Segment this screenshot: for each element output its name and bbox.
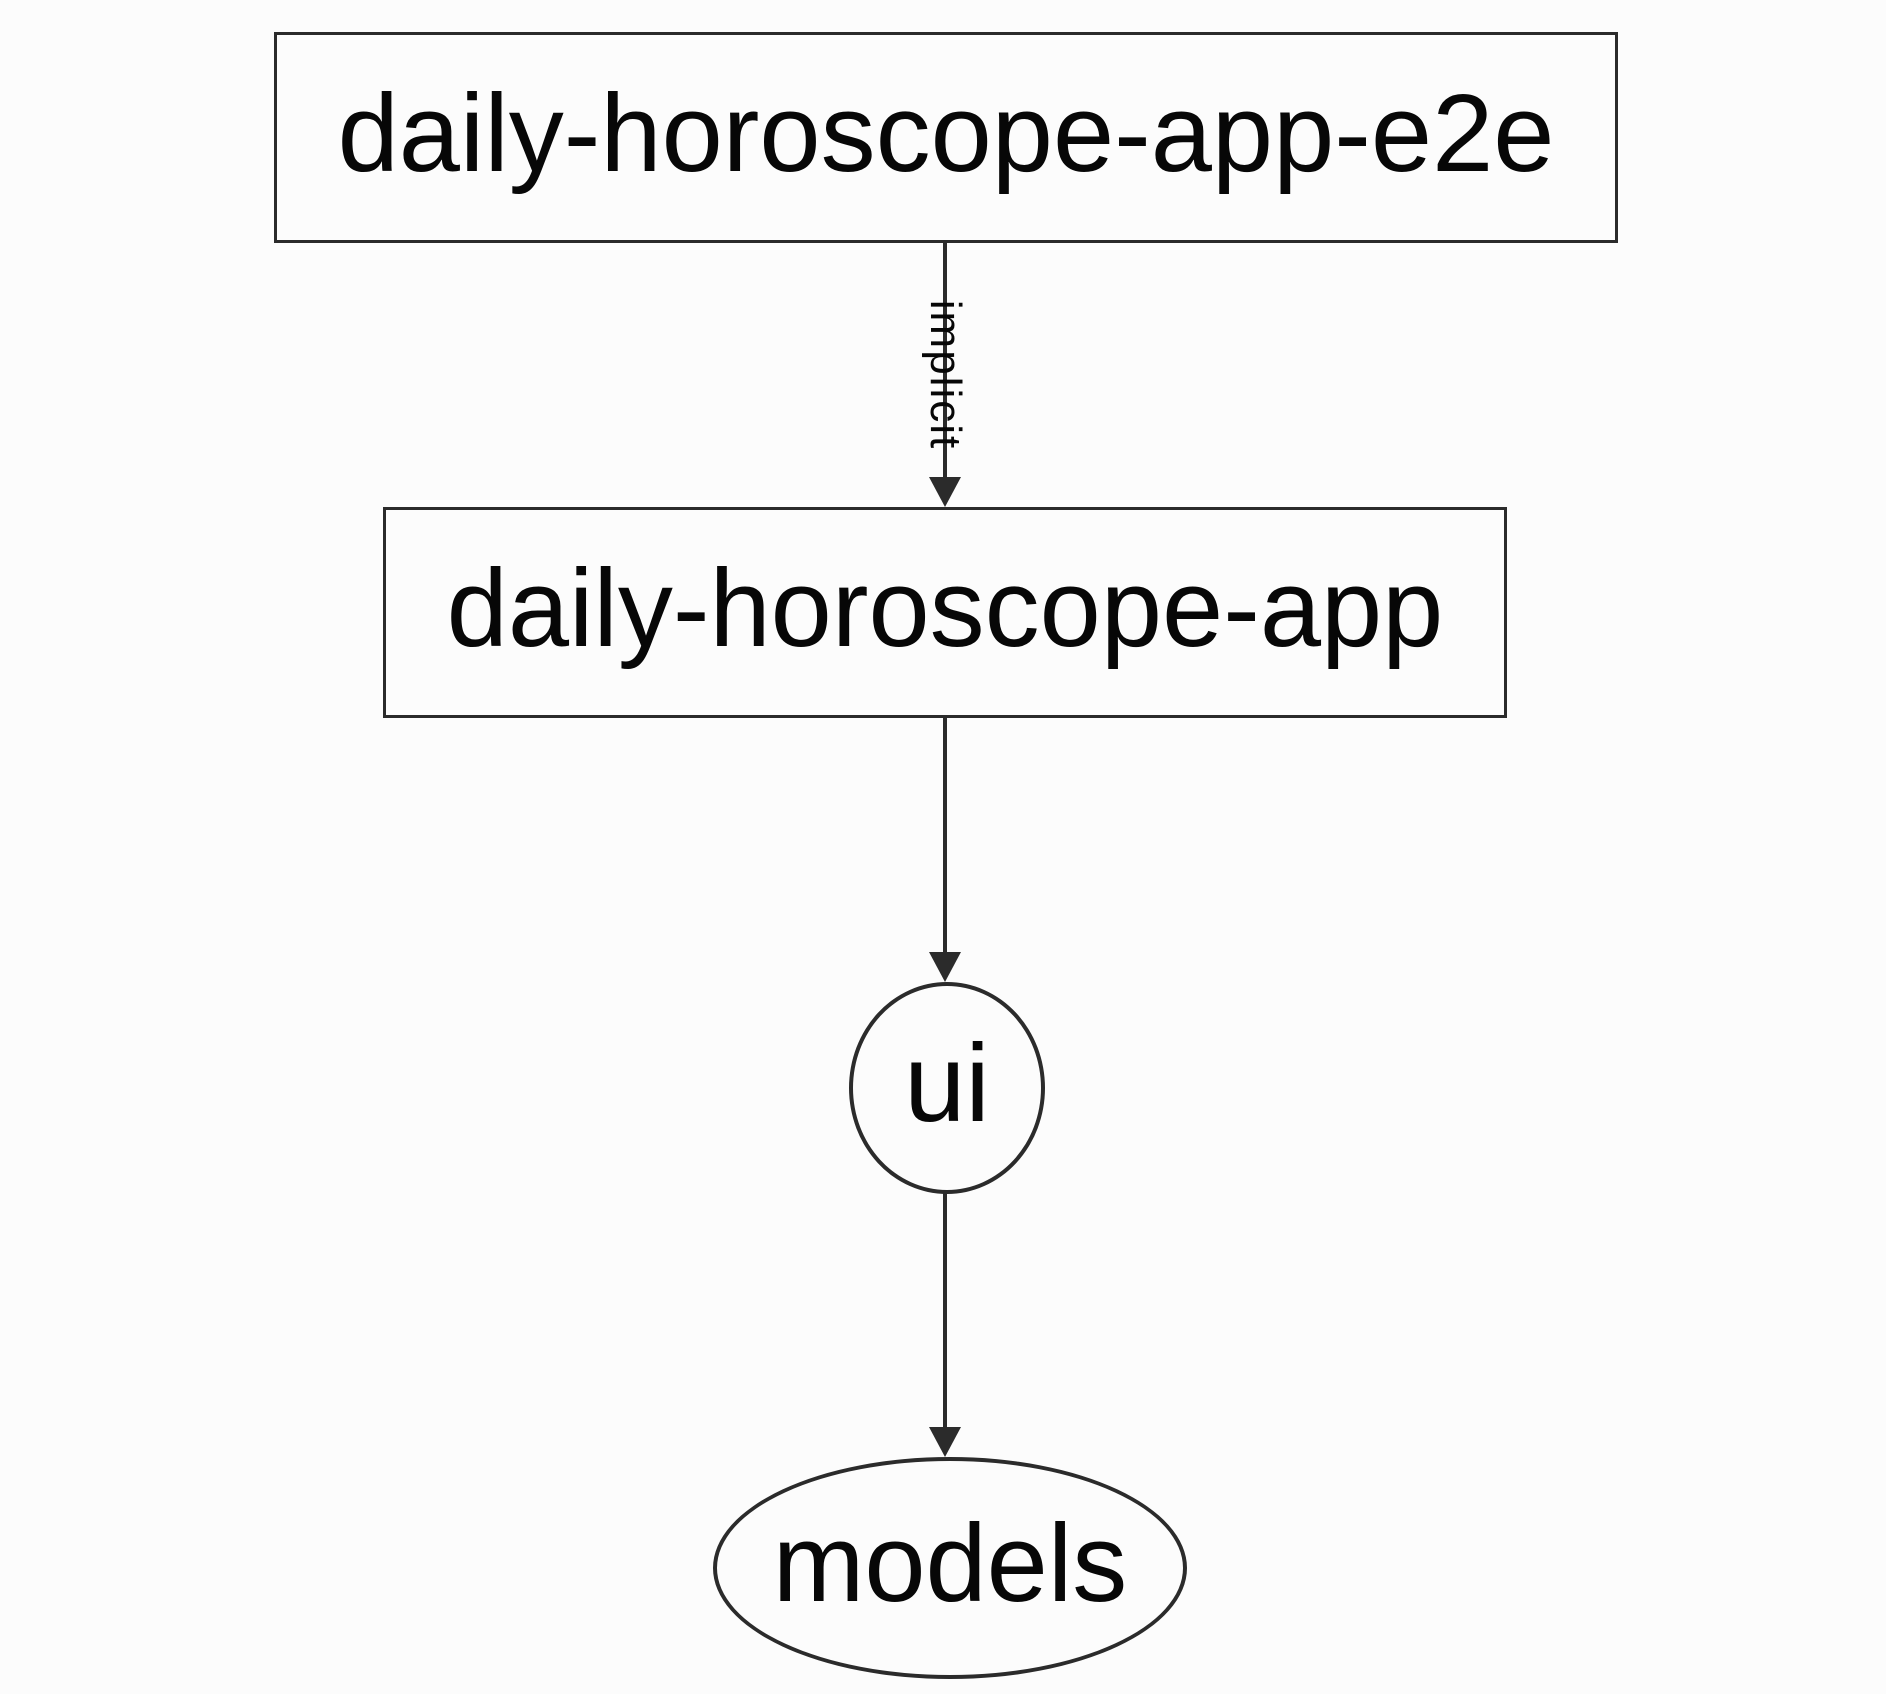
edge-line xyxy=(943,718,947,956)
edge-e2e-to-app: implicit xyxy=(921,243,970,507)
node-label-e2e: daily-horoscope-app-e2e xyxy=(337,71,1555,195)
edge-line xyxy=(943,1193,947,1431)
node-label-models: models xyxy=(772,1502,1128,1625)
node-ui[interactable]: ui xyxy=(849,982,1045,1194)
arrowhead-down-icon xyxy=(929,477,961,507)
arrowhead-down-icon xyxy=(929,952,961,982)
node-daily-horoscope-app-e2e[interactable]: daily-horoscope-app-e2e xyxy=(274,32,1618,243)
node-label-ui: ui xyxy=(904,1022,990,1145)
node-label-app: daily-horoscope-app xyxy=(446,546,1444,670)
arrowhead-down-icon xyxy=(929,1427,961,1457)
edge-line xyxy=(943,243,947,481)
node-models[interactable]: models xyxy=(713,1457,1187,1679)
node-daily-horoscope-app[interactable]: daily-horoscope-app xyxy=(383,507,1507,718)
edge-ui-to-models xyxy=(928,1193,962,1457)
edge-label-implicit: implicit xyxy=(921,299,970,451)
edge-app-to-ui xyxy=(928,718,962,982)
